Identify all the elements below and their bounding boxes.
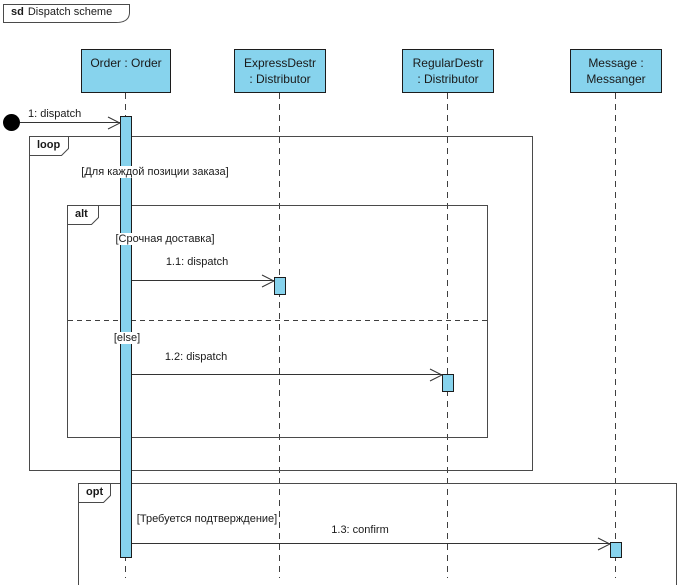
message-1-3-label: 1.3: confirm xyxy=(329,524,391,536)
message-1-3-arrowhead-icon xyxy=(597,537,611,551)
fragment-alt-guard-if: [Срочная доставка] xyxy=(113,233,217,245)
fragment-alt-operator-shape xyxy=(67,205,99,225)
message-1-arrowhead-icon xyxy=(107,116,121,130)
message-1-3-line xyxy=(132,543,610,544)
lifeline-head-regulardestr-line2: : Distributor xyxy=(417,72,479,86)
message-1-2-line xyxy=(132,374,442,375)
message-1-1-arrowhead-icon xyxy=(261,274,275,288)
fragment-alt: alt xyxy=(67,205,488,438)
lifeline-regulardestr xyxy=(447,93,448,578)
lifeline-expressdestr xyxy=(279,93,280,578)
fragment-alt-operator: alt xyxy=(75,208,88,220)
activation-regulardestr xyxy=(442,374,454,392)
message-1-line xyxy=(20,122,120,123)
fragment-opt-guard: [Требуется подтверждение] xyxy=(134,513,280,525)
fragment-loop-guard: [Для каждой позиции заказа] xyxy=(79,166,231,178)
lifeline-head-messenger-line2: Messanger xyxy=(586,72,646,86)
fragment-loop: loop xyxy=(29,136,533,471)
fragment-opt: opt xyxy=(78,483,677,585)
lifeline-head-regulardestr: RegularDestr : Distributor xyxy=(402,49,494,93)
lifeline-head-messenger: Message : Messanger xyxy=(570,49,662,93)
lifeline-head-order-name: Order : Order xyxy=(90,56,162,70)
frame-keyword: sd xyxy=(11,6,24,18)
initial-node xyxy=(3,114,20,131)
lifeline-head-order: Order : Order xyxy=(81,49,171,93)
fragment-loop-operator: loop xyxy=(37,139,61,151)
fragment-alt-divider xyxy=(68,320,487,321)
fragment-opt-operator-shape xyxy=(78,483,111,503)
lifeline-head-expressdestr-line2: : Distributor xyxy=(249,72,311,86)
lifeline-head-expressdestr-line1: ExpressDestr xyxy=(243,56,317,70)
lifeline-head-regulardestr-line1: RegularDestr xyxy=(412,56,484,70)
frame-name: Dispatch scheme xyxy=(27,6,113,18)
message-1-1-line xyxy=(132,280,274,281)
fragment-alt-guard-else: [else] xyxy=(111,332,143,344)
lifeline-head-expressdestr: ExpressDestr : Distributor xyxy=(234,49,326,93)
frame-pentagon-shape xyxy=(3,4,130,23)
fragment-loop-operator-shape xyxy=(29,136,69,156)
fragment-opt-operator: opt xyxy=(86,486,104,498)
message-1-label: 1: dispatch xyxy=(26,108,84,120)
message-1-1-label: 1.1: dispatch xyxy=(163,256,231,268)
message-1-2-label: 1.2: dispatch xyxy=(162,351,230,363)
activation-messenger xyxy=(610,542,622,558)
activation-expressdestr xyxy=(274,277,286,295)
lifeline-messenger xyxy=(615,93,616,578)
message-1-2-arrowhead-icon xyxy=(429,368,443,382)
lifeline-head-messenger-line1: Message : xyxy=(588,56,644,70)
